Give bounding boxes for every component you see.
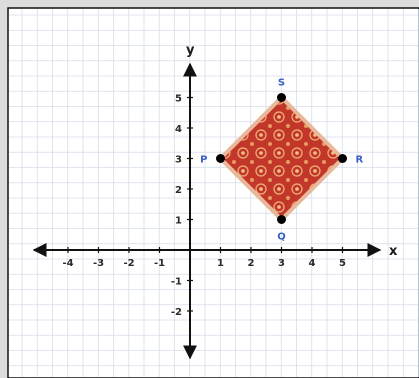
vertex-label-r: R — [356, 155, 364, 166]
x-tick-label: -1 — [154, 258, 165, 269]
vertex-label-q: Q — [277, 232, 286, 243]
vertex-points: P S R Q — [200, 78, 363, 243]
vertex-point-s — [277, 93, 286, 102]
vertex-point-p — [216, 154, 225, 163]
y-tick-label: -2 — [171, 307, 182, 318]
y-tick-label: -1 — [171, 277, 182, 288]
x-tick-label: 3 — [278, 258, 285, 269]
x-tick-label: -4 — [62, 258, 73, 269]
vertex-point-r — [338, 154, 347, 163]
y-tick-label: 3 — [175, 155, 182, 166]
y-tick-label: 4 — [175, 124, 182, 135]
y-tick-label: 1 — [175, 216, 182, 227]
grid-lines — [9, 9, 419, 377]
vertex-label-s: S — [278, 78, 285, 89]
x-tick-label: -3 — [93, 258, 104, 269]
vertex-point-q — [277, 215, 286, 224]
y-tick-label: 2 — [175, 185, 182, 196]
x-tick-label: 4 — [309, 258, 316, 269]
y-axis-label: y — [186, 43, 195, 58]
vertex-label-p: P — [200, 155, 207, 166]
x-tick-label: 1 — [217, 258, 224, 269]
x-tick-label: 2 — [248, 258, 255, 269]
plot-background — [7, 7, 419, 378]
x-tick-label: 5 — [339, 258, 346, 269]
x-axis-label: x — [389, 244, 398, 259]
x-tick-label: -2 — [123, 258, 134, 269]
tick-labels: -4 -3 -2 -1 1 2 3 4 5 5 4 3 2 1 -1 -2 — [62, 94, 346, 319]
y-tick-label: 5 — [175, 94, 182, 105]
